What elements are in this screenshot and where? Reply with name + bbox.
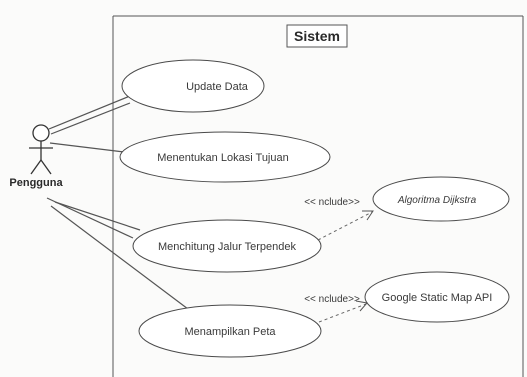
use-case-label: Menentukan Lokasi Tujuan bbox=[157, 152, 288, 164]
include-line bbox=[318, 303, 367, 323]
use-case-label: Update Data bbox=[186, 81, 249, 93]
use-case-label: Menampilkan Peta bbox=[184, 326, 276, 338]
include-dijkstra: << nclude>> bbox=[304, 197, 374, 241]
use-case-menghitung-jalur: Menchitung Jalur Terpendek bbox=[132, 219, 322, 273]
use-case-label: Menchitung Jalur Terpendek bbox=[158, 241, 296, 253]
use-case-update-data: Update Data bbox=[121, 59, 265, 113]
system-boundary bbox=[112, 15, 524, 377]
actor-label: Pengguna bbox=[9, 177, 63, 189]
use-case-menampilkan-peta: Menampilkan Peta bbox=[138, 304, 322, 358]
assoc-menampilkan-peta bbox=[50, 205, 189, 310]
associations bbox=[46, 95, 189, 310]
assoc-update-data bbox=[48, 95, 131, 130]
actor-pengguna: Pengguna bbox=[9, 124, 63, 189]
include-arrowhead bbox=[355, 300, 368, 312]
include-google-map: << nclude>> bbox=[304, 294, 368, 323]
assoc-update-data-2 bbox=[50, 102, 131, 135]
use-case-label: Google Static Map API bbox=[382, 292, 493, 304]
system-title-box: Sistem bbox=[286, 24, 348, 48]
use-case-algoritma-dijkstra: Algoritma Dijkstra bbox=[372, 176, 510, 222]
use-case-google-static-map: Google Static Map API bbox=[364, 271, 510, 323]
actor-leg-left bbox=[30, 159, 42, 175]
include-line bbox=[317, 211, 373, 241]
include-stereotype: << nclude>> bbox=[304, 197, 360, 208]
include-stereotype: << nclude>> bbox=[304, 294, 360, 305]
actor-head bbox=[32, 124, 50, 142]
actor-leg-right bbox=[40, 159, 52, 175]
use-case-menentukan-lokasi: Menentukan Lokasi Tujuan bbox=[119, 131, 331, 183]
include-arrowhead bbox=[362, 210, 374, 221]
use-case-label: Algoritma Dijkstra bbox=[397, 195, 477, 206]
assoc-menghitung-jalur-2 bbox=[54, 201, 141, 231]
system-title: Sistem bbox=[294, 28, 340, 44]
assoc-menentukan-lokasi bbox=[49, 142, 125, 153]
